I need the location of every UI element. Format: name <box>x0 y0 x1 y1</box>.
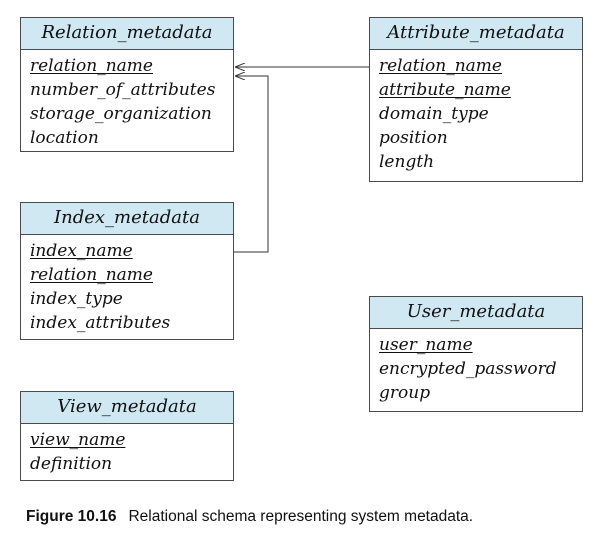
attribute-index-type: index_type <box>30 289 123 309</box>
figure-caption-label: Figure 10.16 <box>26 508 117 525</box>
attribute-relation-name: relation_name <box>30 56 153 76</box>
attribute-storage-organization: storage_organization <box>30 104 212 124</box>
attribute-index-name: index_name <box>30 241 133 261</box>
attribute-domain-type: domain_type <box>379 104 489 124</box>
attribute-position: position <box>379 128 448 148</box>
user-metadata-table: User_metadata user_name encrypted_passwor… <box>369 296 583 412</box>
attribute-relation-name: relation_name <box>379 56 502 76</box>
attribute-definition: definition <box>30 454 113 474</box>
view-metadata-attributes: view_name definition <box>21 424 233 476</box>
attribute-index-attributes: index_attributes <box>30 313 171 333</box>
attribute-location: location <box>30 128 99 148</box>
view-metadata-table: View_metadata view_name definition <box>20 391 234 481</box>
relation-metadata-title: Relation_metadata <box>21 18 233 50</box>
fk-arrow-index-to-relation <box>234 76 269 253</box>
relation-metadata-table: Relation_metadata relation_name number_of… <box>20 17 234 152</box>
user-metadata-title: User_metadata <box>370 297 582 329</box>
figure-caption: Figure 10.16 Relational schema representi… <box>26 508 473 526</box>
attribute-user-name: user_name <box>379 335 473 355</box>
index-metadata-title: Index_metadata <box>21 203 233 235</box>
attribute-group: group <box>379 383 431 403</box>
figure-caption-text: Relational schema representing system me… <box>128 508 474 525</box>
attribute-number-of-attributes: number_of_attributes <box>30 80 216 100</box>
attribute-metadata-title: Attribute_metadata <box>370 18 582 50</box>
attribute-metadata-table: Attribute_metadata relation_name attribut… <box>369 17 583 182</box>
view-metadata-title: View_metadata <box>21 392 233 424</box>
attribute-view-name: view_name <box>30 430 126 450</box>
index-metadata-attributes: index_name relation_name index_type index_a… <box>21 235 233 335</box>
attribute-encrypted-password: encrypted_password <box>379 359 557 379</box>
attribute-length: length <box>379 152 435 172</box>
attribute-relation-name: relation_name <box>30 265 153 285</box>
attribute-attribute-name: attribute_name <box>379 80 511 100</box>
